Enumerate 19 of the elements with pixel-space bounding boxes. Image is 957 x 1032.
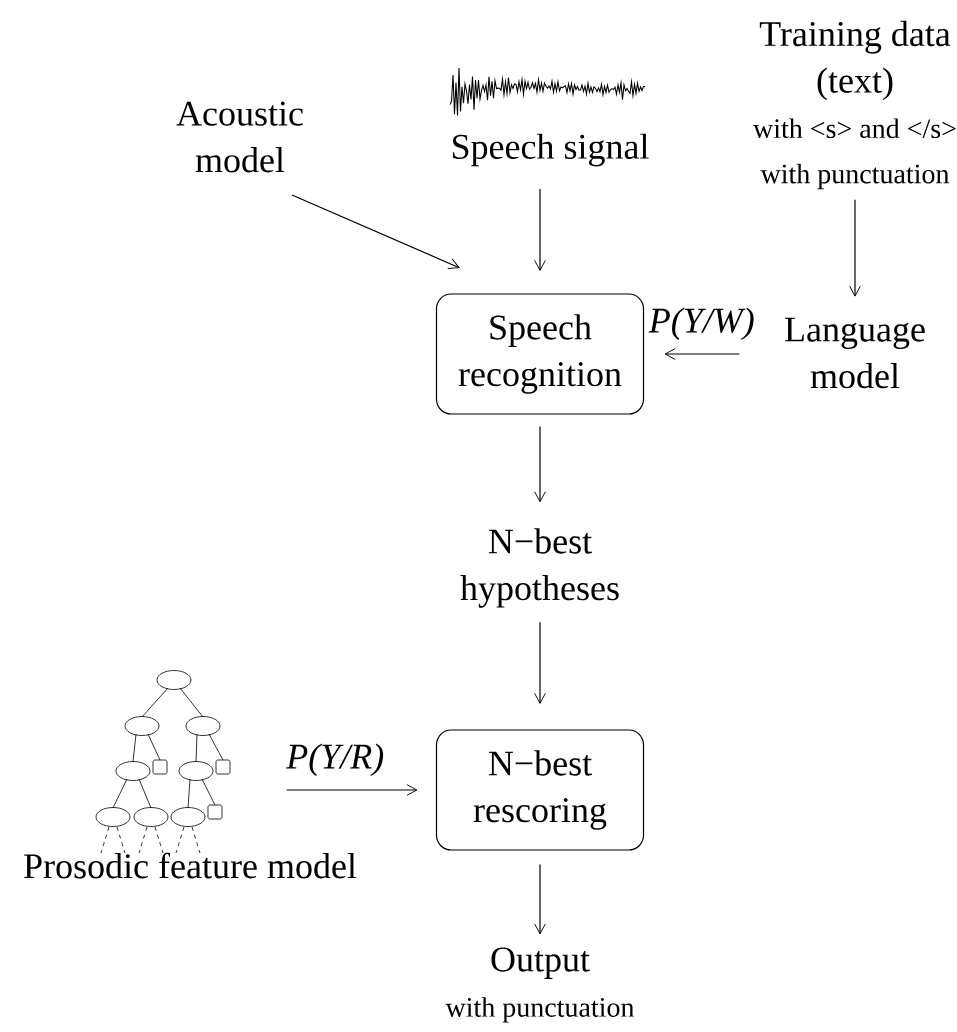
arrow [849, 199, 861, 297]
node-text: Language model [785, 317, 925, 389]
arrow [534, 864, 546, 935]
arrow [291, 194, 460, 269]
process-box: N−best rescoring [435, 729, 645, 851]
node-text: Speech signal [452, 133, 649, 167]
node-text: Output with punctuation [445, 947, 635, 1023]
edge-label: P(Y/R) [284, 742, 386, 778]
arrow [286, 784, 418, 796]
arrow [534, 621, 546, 704]
node-text: Training data (text) with <s> and </s> with punctuation [753, 20, 956, 190]
node-text: N−best hypotheses [460, 528, 619, 608]
node-text: Acoustic model [176, 101, 303, 173]
process-box: Speech recognition [435, 293, 645, 415]
arrow [534, 188, 546, 271]
arrow [534, 426, 546, 503]
arrow [664, 348, 740, 360]
edge-label: P(Y/W) [647, 306, 757, 342]
node-text: Prosodic feature model [24, 852, 357, 879]
